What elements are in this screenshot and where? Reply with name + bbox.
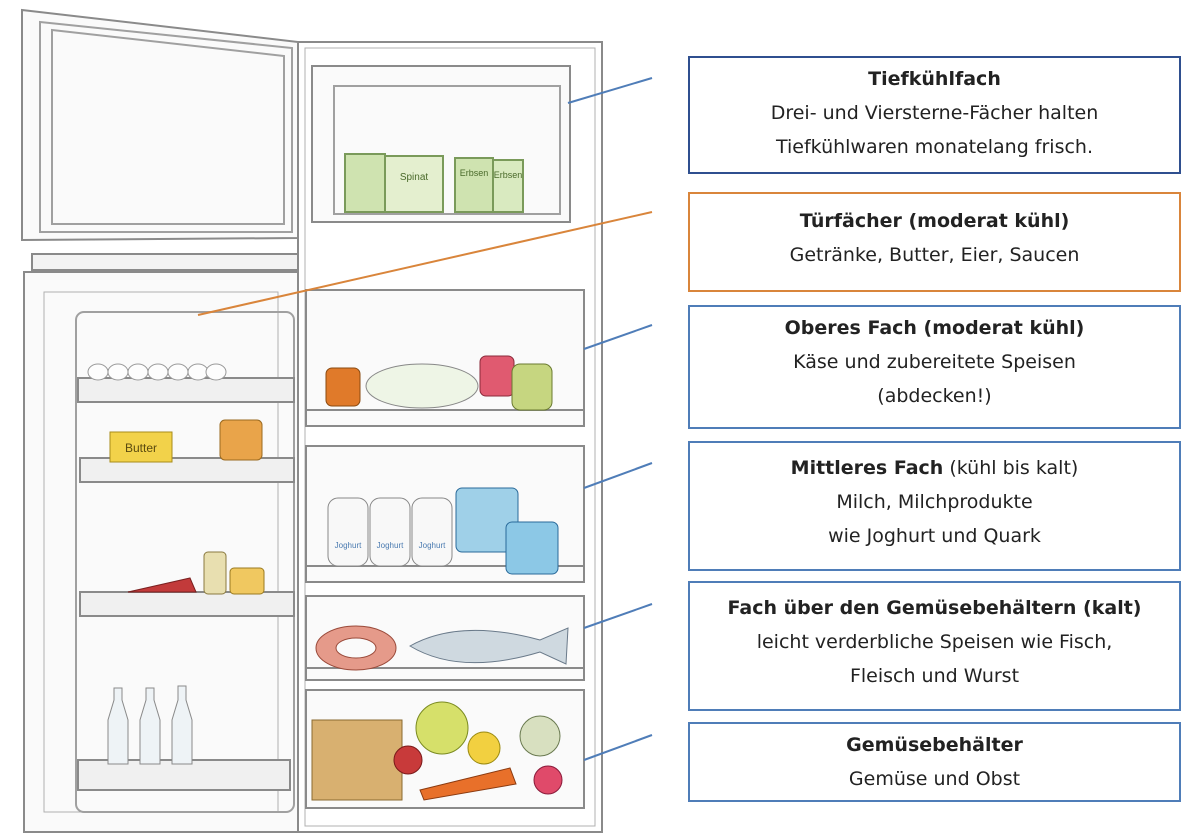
carrots: [419, 767, 517, 801]
quark-tub: [455, 487, 519, 553]
label-middle-line-2: wie Joghurt und Quark: [828, 525, 1041, 547]
label-freezer: Tiefkühlfach Drei- und Viersterne-Fächer…: [688, 56, 1181, 174]
milk-jar-label-1: Joghurt: [335, 541, 362, 550]
label-middle: Mittleres Fach (kühl bis kalt) Milch, Mi…: [688, 441, 1181, 571]
label-above-crisper-line-2: Fleisch und Wurst: [849, 665, 1020, 687]
raspberries: [533, 765, 563, 795]
butter-pack: [109, 431, 173, 463]
connector-upper: [583, 324, 653, 350]
label-upper-line-2: (abdecken!): [877, 385, 992, 407]
label-middle-line-1: Milch, Milchprodukte: [836, 491, 1033, 513]
connector-freezer: [567, 77, 653, 104]
butter-label: Butter: [125, 441, 157, 455]
connector-door: [197, 211, 653, 316]
freezer-compartment: [311, 65, 571, 223]
freezer-pack-label-1: Spinat: [400, 172, 429, 183]
label-door-title: Türfächer (moderat kühl): [799, 210, 1070, 232]
fridge-door: [23, 271, 299, 833]
crisper-box: [311, 719, 403, 801]
label-upper-line-1: Käse und zubereitete Speisen: [793, 351, 1076, 373]
fish: [409, 627, 569, 665]
freezer-door: [21, 8, 299, 271]
label-upper-title: Oberes Fach (moderat kühl): [784, 317, 1085, 339]
label-above-crisper: Fach über den Gemüsebehältern (kalt) lei…: [688, 581, 1181, 711]
label-freezer-line-1: Drei- und Viersterne-Fächer halten: [770, 102, 1099, 124]
milk-jar-3: [411, 497, 453, 567]
label-above-crisper-line-1: leicht verderbliche Speisen wie Fisch,: [756, 631, 1113, 653]
freezer-pack-label-3: Erbsen: [494, 170, 523, 180]
freezer-pack-label-2: Erbsen: [460, 168, 489, 178]
label-freezer-title: Tiefkühlfach: [868, 68, 1001, 90]
label-freezer-line-2: Tiefkühlwaren monatelang frisch.: [775, 136, 1094, 158]
jar-red: [479, 355, 515, 397]
label-crisper: Gemüsebehälter Gemüse und Obst: [688, 722, 1181, 802]
milk-jar-label-3: Joghurt: [419, 541, 446, 550]
jam-jar-shelf: [325, 367, 361, 407]
covered-plate: [365, 363, 479, 409]
connector-crisper: [583, 734, 653, 761]
sauce-jar: [229, 567, 265, 595]
label-above-crisper-title: Fach über den Gemüsebehältern (kalt): [727, 597, 1142, 619]
ketchup-bottle: [127, 577, 197, 593]
cauliflower: [519, 715, 561, 757]
milk-jar-2: [369, 497, 411, 567]
pepper-yellow: [467, 731, 501, 765]
label-upper: Oberes Fach (moderat kühl) Käse und zube…: [688, 305, 1181, 429]
label-crisper-line-1: Gemüse und Obst: [848, 768, 1021, 790]
water-bottles: [107, 685, 193, 765]
milk-jar-1: [327, 497, 369, 567]
milk-jar-label-2: Joghurt: [377, 541, 404, 550]
jar-green: [511, 363, 553, 411]
yogurt-tub: [505, 521, 559, 575]
oil-bottle: [203, 551, 227, 595]
label-middle-title-extra: (kühl bis kalt): [943, 457, 1079, 479]
label-crisper-title: Gemüsebehälter: [846, 734, 1023, 756]
label-door-line-1: Getränke, Butter, Eier, Saucen: [789, 244, 1080, 266]
connector-middle: [583, 462, 653, 489]
label-middle-title: Mittleres Fach: [790, 457, 944, 479]
tomato: [393, 745, 423, 775]
jam-jar: [219, 419, 263, 461]
connector-above-crisper: [583, 603, 653, 629]
label-door: Türfächer (moderat kühl) Getränke, Butte…: [688, 192, 1181, 292]
eggs: [87, 363, 227, 381]
cabbage: [415, 701, 469, 755]
